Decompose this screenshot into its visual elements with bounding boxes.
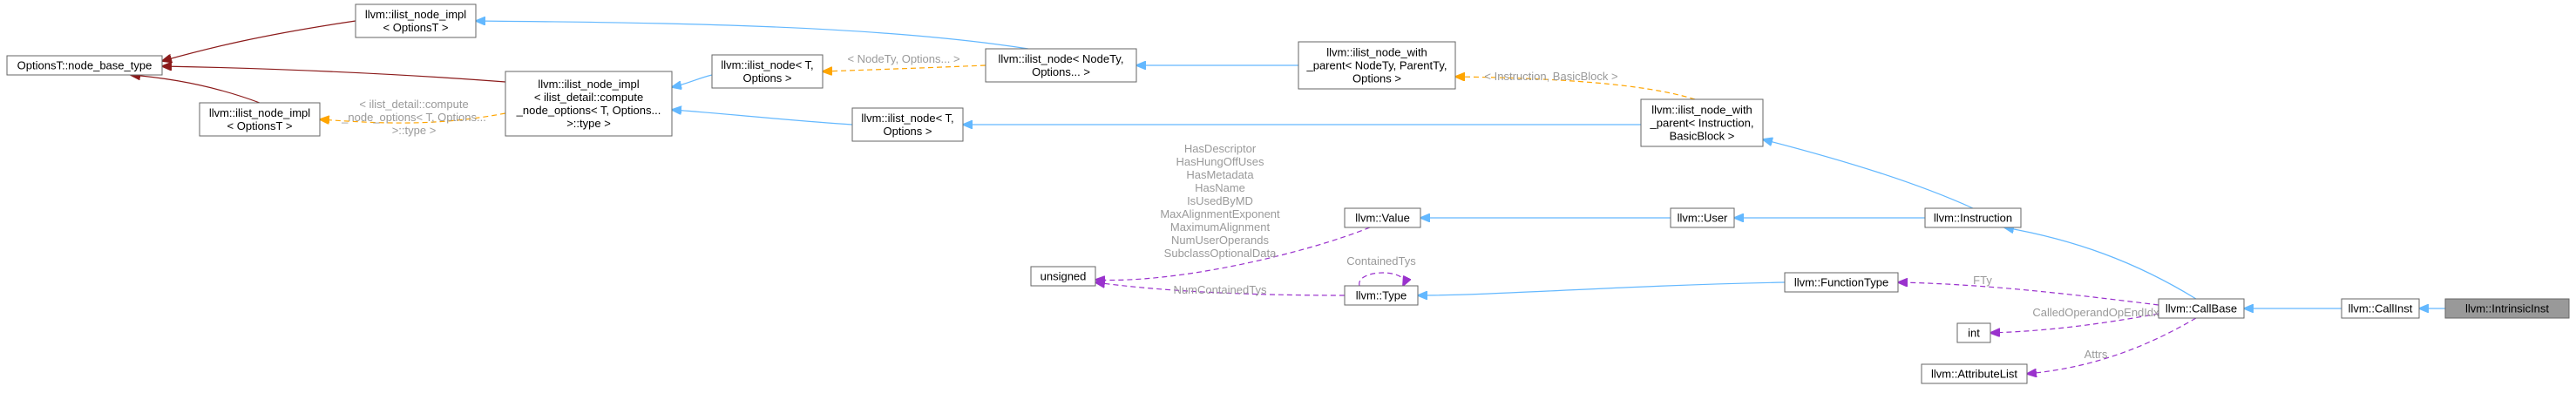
edge-callbase-to-int (1990, 313, 2159, 333)
node-label: < OptionsT > (227, 119, 293, 132)
node-label: llvm::ilist_node_impl (538, 78, 639, 91)
node-label: OptionsT::node_base_type (17, 59, 153, 72)
edge-label-num-contained-tys: NumContainedTys (1174, 283, 1267, 296)
node-label: llvm::AttributeList (1931, 368, 2017, 381)
edge-value-to-unsigned (1095, 227, 1371, 280)
node-label: BasicBlock > (1670, 130, 1735, 143)
node-label: _parent< NodeTy, ParentTy, (1305, 59, 1447, 72)
node-call-inst[interactable]: llvm::CallInst (2341, 298, 2420, 319)
node-ilist-node-impl-mid[interactable]: llvm::ilist_node_impl< OptionsT > (199, 102, 321, 137)
edge-parent-inst-to-generic (1455, 77, 1696, 100)
node-int[interactable]: int (1956, 322, 1991, 343)
edge-function-type-to-type (1418, 281, 1786, 295)
node-user[interactable]: llvm::User (1670, 207, 1735, 228)
node-label: llvm::Type (1356, 289, 1407, 302)
node-label: unsigned (1041, 270, 1087, 283)
node-ilist-node-with-parent-generic[interactable]: llvm::ilist_node_with_parent< NodeTy, Pa… (1298, 41, 1456, 90)
edge-type-self (1359, 272, 1404, 286)
node-label: llvm::IntrinsicInst (2465, 302, 2549, 315)
node-label: Options > (883, 125, 932, 138)
edge-label-nodety-options: < NodeTy, Options... > (847, 52, 959, 65)
node-label: llvm::ilist_node_impl (365, 8, 466, 21)
node-ilist-node-t-opts-b[interactable]: llvm::ilist_node< T,Options > (851, 107, 964, 142)
node-function-type[interactable]: llvm::FunctionType (1784, 272, 1899, 293)
node-intrinsic-inst: llvm::IntrinsicInst (2444, 298, 2570, 319)
node-label: < ilist_detail::compute (534, 91, 643, 104)
node-ilist-node-with-parent-inst[interactable]: llvm::ilist_node_with_parent< Instructio… (1640, 98, 1764, 147)
node-ilist-node-impl-top[interactable]: llvm::ilist_node_impl< OptionsT > (355, 3, 477, 38)
edge-nodety-to-opts-a (823, 64, 986, 71)
node-instruction[interactable]: llvm::Instruction (1924, 207, 2022, 228)
node-label: llvm::CallBase (2166, 302, 2237, 315)
edge-nodety-to-impl-top (476, 21, 1029, 50)
node-label: >::type > (566, 117, 611, 130)
edge-callbase-to-instruction (2004, 227, 2197, 300)
edge-type-to-unsigned (1095, 282, 1346, 296)
edge-impl-compute-to-base (162, 66, 506, 83)
node-label: llvm::ilist_node_with (1651, 104, 1752, 117)
node-label: _parent< Instruction, (1650, 117, 1754, 130)
node-ilist-node-t-opts-a[interactable]: llvm::ilist_node< T,Options > (711, 54, 824, 89)
edge-label-called-operand: CalledOperandOpEndIdx (2032, 306, 2159, 319)
node-label: llvm::Value (1355, 212, 1410, 225)
edge-instruction-to-parent (1763, 139, 1974, 209)
node-type[interactable]: llvm::Type (1344, 285, 1419, 306)
edge-label-contained-tys: ContainedTys (1346, 254, 1416, 268)
edge-callbase-to-function-type (1898, 282, 2159, 306)
edge-impl-top-to-base (162, 20, 356, 61)
edge-opts-a-to-impl-compute (672, 74, 713, 87)
node-label: Options > (742, 71, 791, 85)
edge-label-instruction-basicblock: < Instruction, BasicBlock > (1484, 70, 1617, 83)
node-label: < OptionsT > (383, 21, 449, 34)
node-label: llvm::CallInst (2349, 302, 2413, 315)
node-label: llvm::FunctionType (1794, 276, 1888, 289)
edge-opts-b-to-impl-compute (672, 110, 853, 125)
node-label: llvm::ilist_node< T, (721, 58, 813, 71)
edge-label-fty: FTy (1973, 274, 1992, 287)
node-options-node-base[interactable]: OptionsT::node_base_type (6, 55, 163, 76)
edge-impl-mid-to-base (131, 75, 261, 104)
node-value[interactable]: llvm::Value (1344, 207, 1421, 228)
node-label: _node_options< T, Options... (516, 104, 661, 117)
node-label: llvm::ilist_node_impl (209, 106, 310, 119)
edge-label-attrs: Attrs (2085, 348, 2108, 361)
node-label: Options > (1352, 72, 1401, 85)
edge-callbase-to-attribute (2027, 317, 2197, 374)
node-ilist-node-nodety[interactable]: llvm::ilist_node< NodeTy,Options... > (985, 48, 1137, 83)
node-label: llvm::User (1678, 212, 1728, 225)
node-unsigned[interactable]: unsigned (1030, 266, 1096, 287)
node-label: Options... > (1032, 65, 1090, 78)
node-call-base[interactable]: llvm::CallBase (2158, 298, 2245, 319)
node-attribute-list[interactable]: llvm::AttributeList (1921, 363, 2028, 384)
edge-label-compute-type: < ilist_detail::compute_node_options< T,… (341, 98, 486, 137)
node-ilist-node-impl-compute[interactable]: llvm::ilist_node_impl< ilist_detail::com… (505, 71, 673, 137)
node-label: llvm::Instruction (1934, 212, 2012, 225)
node-label: int (1968, 327, 1980, 340)
node-label: llvm::ilist_node_with (1326, 46, 1427, 59)
node-label: llvm::ilist_node< T, (861, 112, 953, 125)
node-label: llvm::ilist_node< NodeTy, (999, 52, 1124, 65)
